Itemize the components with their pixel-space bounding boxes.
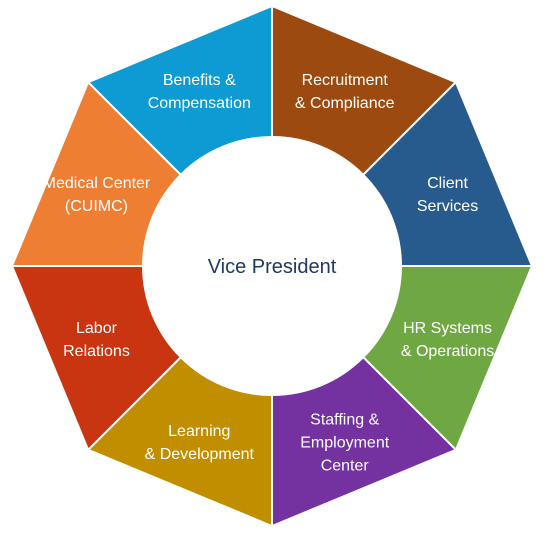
segment-label-line: (CUIMC) (65, 198, 128, 215)
segment-label-line: Center (321, 458, 370, 475)
segment-label-learning-development: Learning & Development (145, 423, 255, 463)
segment-label-line: Labor (76, 320, 118, 337)
segment-label-line: Benefits & (163, 72, 236, 89)
segment-label-line: Recruitment (302, 72, 389, 89)
segment-label-line: & Development (145, 446, 255, 463)
segment-label-line: Compensation (148, 95, 251, 112)
center-circle (142, 136, 402, 396)
segment-label-line: Staffing & (310, 412, 379, 429)
segment-label-line: Relations (63, 343, 130, 360)
segment-label-line: HR Systems (403, 320, 492, 337)
segment-label-medical-center: Medical Center (CUIMC) (43, 175, 151, 215)
segment-label-line: Employment (300, 435, 389, 452)
segment-label-line: Client (427, 175, 468, 192)
segment-label-line: & Compliance (295, 95, 395, 112)
segment-label-line: Services (417, 198, 478, 215)
segment-label-hr-systems-operations: HR Systems & Operations (401, 320, 494, 360)
segment-label-benefits-compensation: Benefits & Compensation (148, 72, 251, 112)
center-label: Vice President (208, 256, 337, 278)
segment-label-recruitment-compliance: Recruitment & Compliance (295, 72, 395, 112)
segment-label-line: Medical Center (43, 175, 151, 192)
segment-label-line: & Operations (401, 343, 494, 360)
segment-label-line: Learning (168, 423, 230, 440)
